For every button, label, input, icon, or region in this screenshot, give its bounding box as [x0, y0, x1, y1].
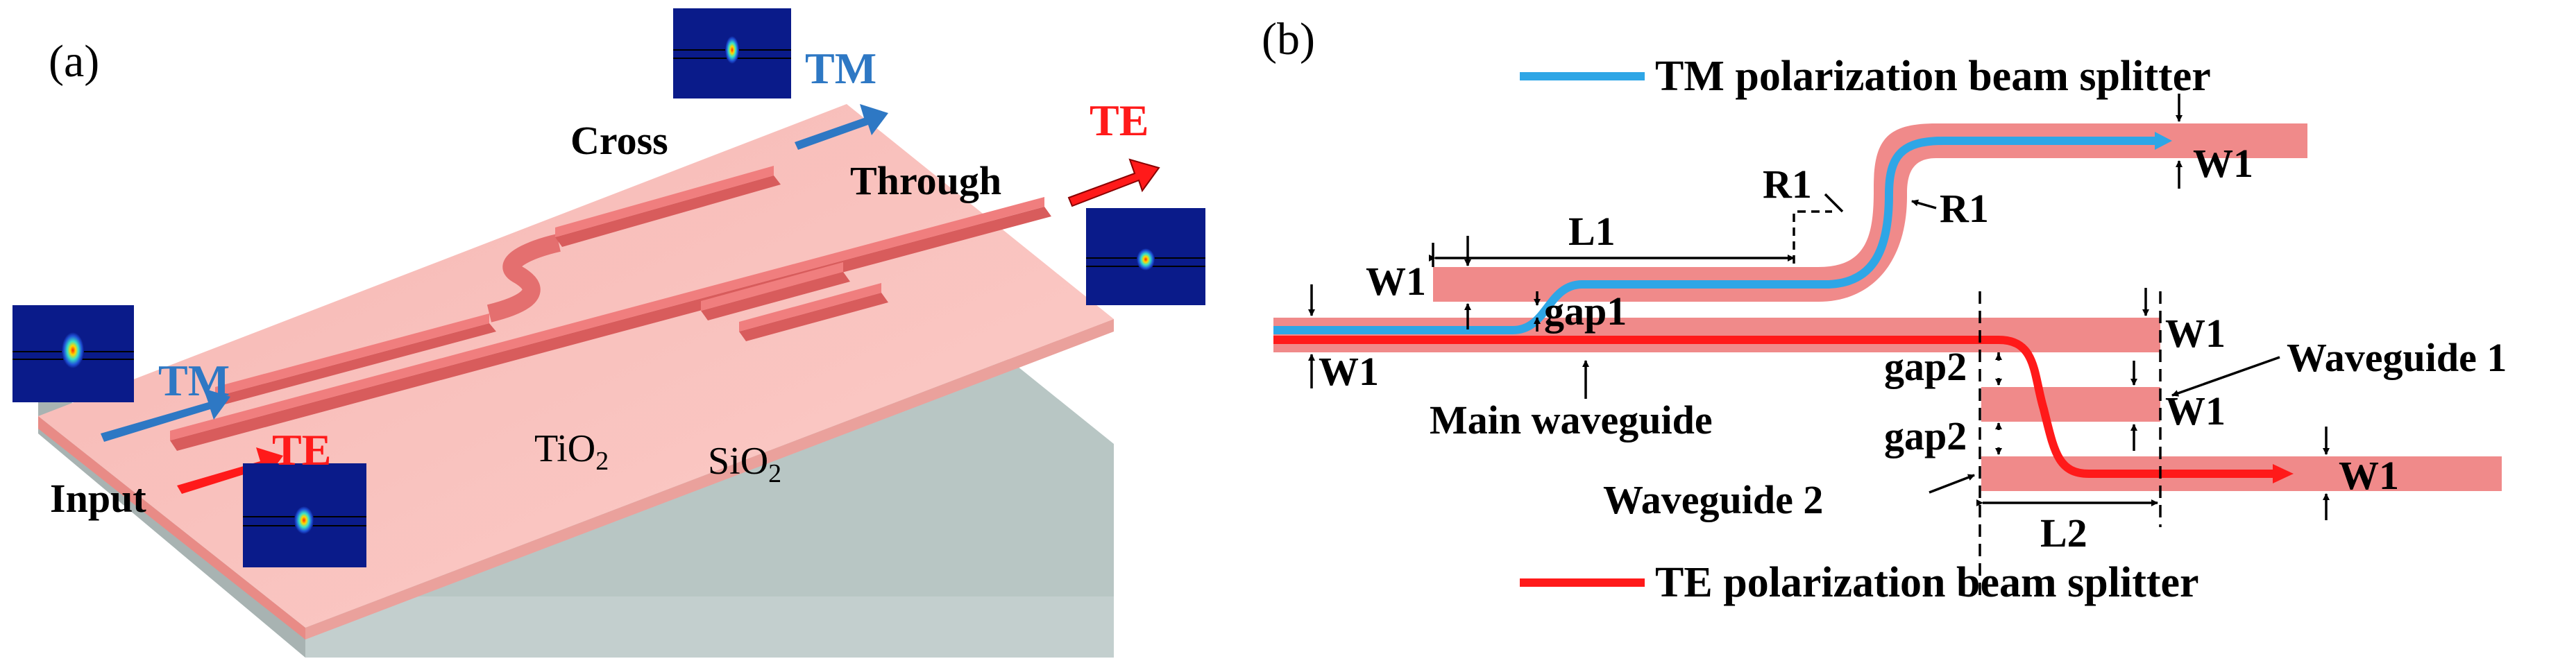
tm-output-arrow	[795, 104, 888, 150]
tm-input-arrow	[101, 388, 230, 442]
polarization-arrows	[101, 104, 1160, 494]
w1-upper-left-label: W1	[1366, 259, 1426, 304]
tm-input-label: TM	[158, 356, 230, 405]
panel-a: (a)	[12, 8, 1205, 658]
substrate-front-face	[305, 596, 1114, 658]
te-input-label: TE	[272, 425, 331, 474]
waveguide1-label: Waveguide 1	[2287, 335, 2507, 380]
tio2-label: TiO2	[534, 427, 609, 476]
tm-output-label: TM	[805, 44, 876, 93]
te-path-arrowhead	[2273, 464, 2294, 483]
chip-left-edge	[38, 416, 305, 639]
panel-b-label: (b)	[1262, 14, 1315, 65]
l2-label: L2	[2040, 510, 2087, 556]
w1-wg2-label: W1	[2339, 453, 2399, 498]
mode-profile-input-te	[243, 463, 366, 567]
waveguide1	[1981, 387, 2160, 422]
r1-left-label: R1	[1763, 162, 1812, 207]
l1-label: L1	[1568, 209, 1616, 254]
panel-a-label: (a)	[49, 36, 99, 87]
chip-front-edge	[305, 319, 1114, 639]
panel-b: (b) TM polarization beam splitter TE pol…	[1262, 14, 2507, 606]
sio2-label: SiO2	[708, 440, 781, 488]
tm-legend-text: TM polarization beam splitter	[1655, 53, 2211, 100]
w1-main-left-label: W1	[1319, 349, 1379, 394]
cross-port-label: Cross	[570, 118, 668, 163]
mode-profile-cross-tm	[673, 8, 791, 98]
main-waveguide-label: Main waveguide	[1430, 397, 1713, 443]
te-coupler-waveguide1	[701, 272, 850, 320]
cross-upper-segment	[555, 175, 781, 247]
waveguide2-label: Waveguide 2	[1603, 477, 1823, 522]
mode-profile-input-tm	[12, 305, 134, 402]
w1-top-right-label: W1	[2193, 141, 2253, 186]
cross-s-bend	[486, 234, 561, 323]
waveguides-3d	[170, 166, 1051, 451]
te-input-arrow	[177, 447, 283, 494]
mode-profile-through-te	[1086, 208, 1205, 305]
input-port-label: Input	[50, 476, 146, 521]
gap2-bottom-label: gap2	[1884, 413, 1967, 458]
cross-lower-segment	[215, 323, 496, 405]
te-output-arrow	[1067, 158, 1160, 207]
gap1-label: gap1	[1544, 289, 1627, 334]
te-coupler-waveguide2	[739, 293, 888, 341]
r1-right-label: R1	[1940, 186, 1989, 231]
w1-main-right-label: W1	[2165, 311, 2226, 356]
tm-path-arrowhead	[2155, 132, 2172, 150]
gap2-top-label: gap2	[1884, 344, 1967, 389]
te-output-label: TE	[1090, 96, 1149, 145]
r1-ref	[1793, 210, 1832, 264]
through-port-label: Through	[850, 158, 1001, 203]
tm-path	[1273, 137, 2158, 334]
te-path	[1273, 336, 2276, 478]
main-waveguide	[1273, 318, 2160, 352]
te-legend-text: TE polarization beam splitter	[1655, 559, 2199, 606]
